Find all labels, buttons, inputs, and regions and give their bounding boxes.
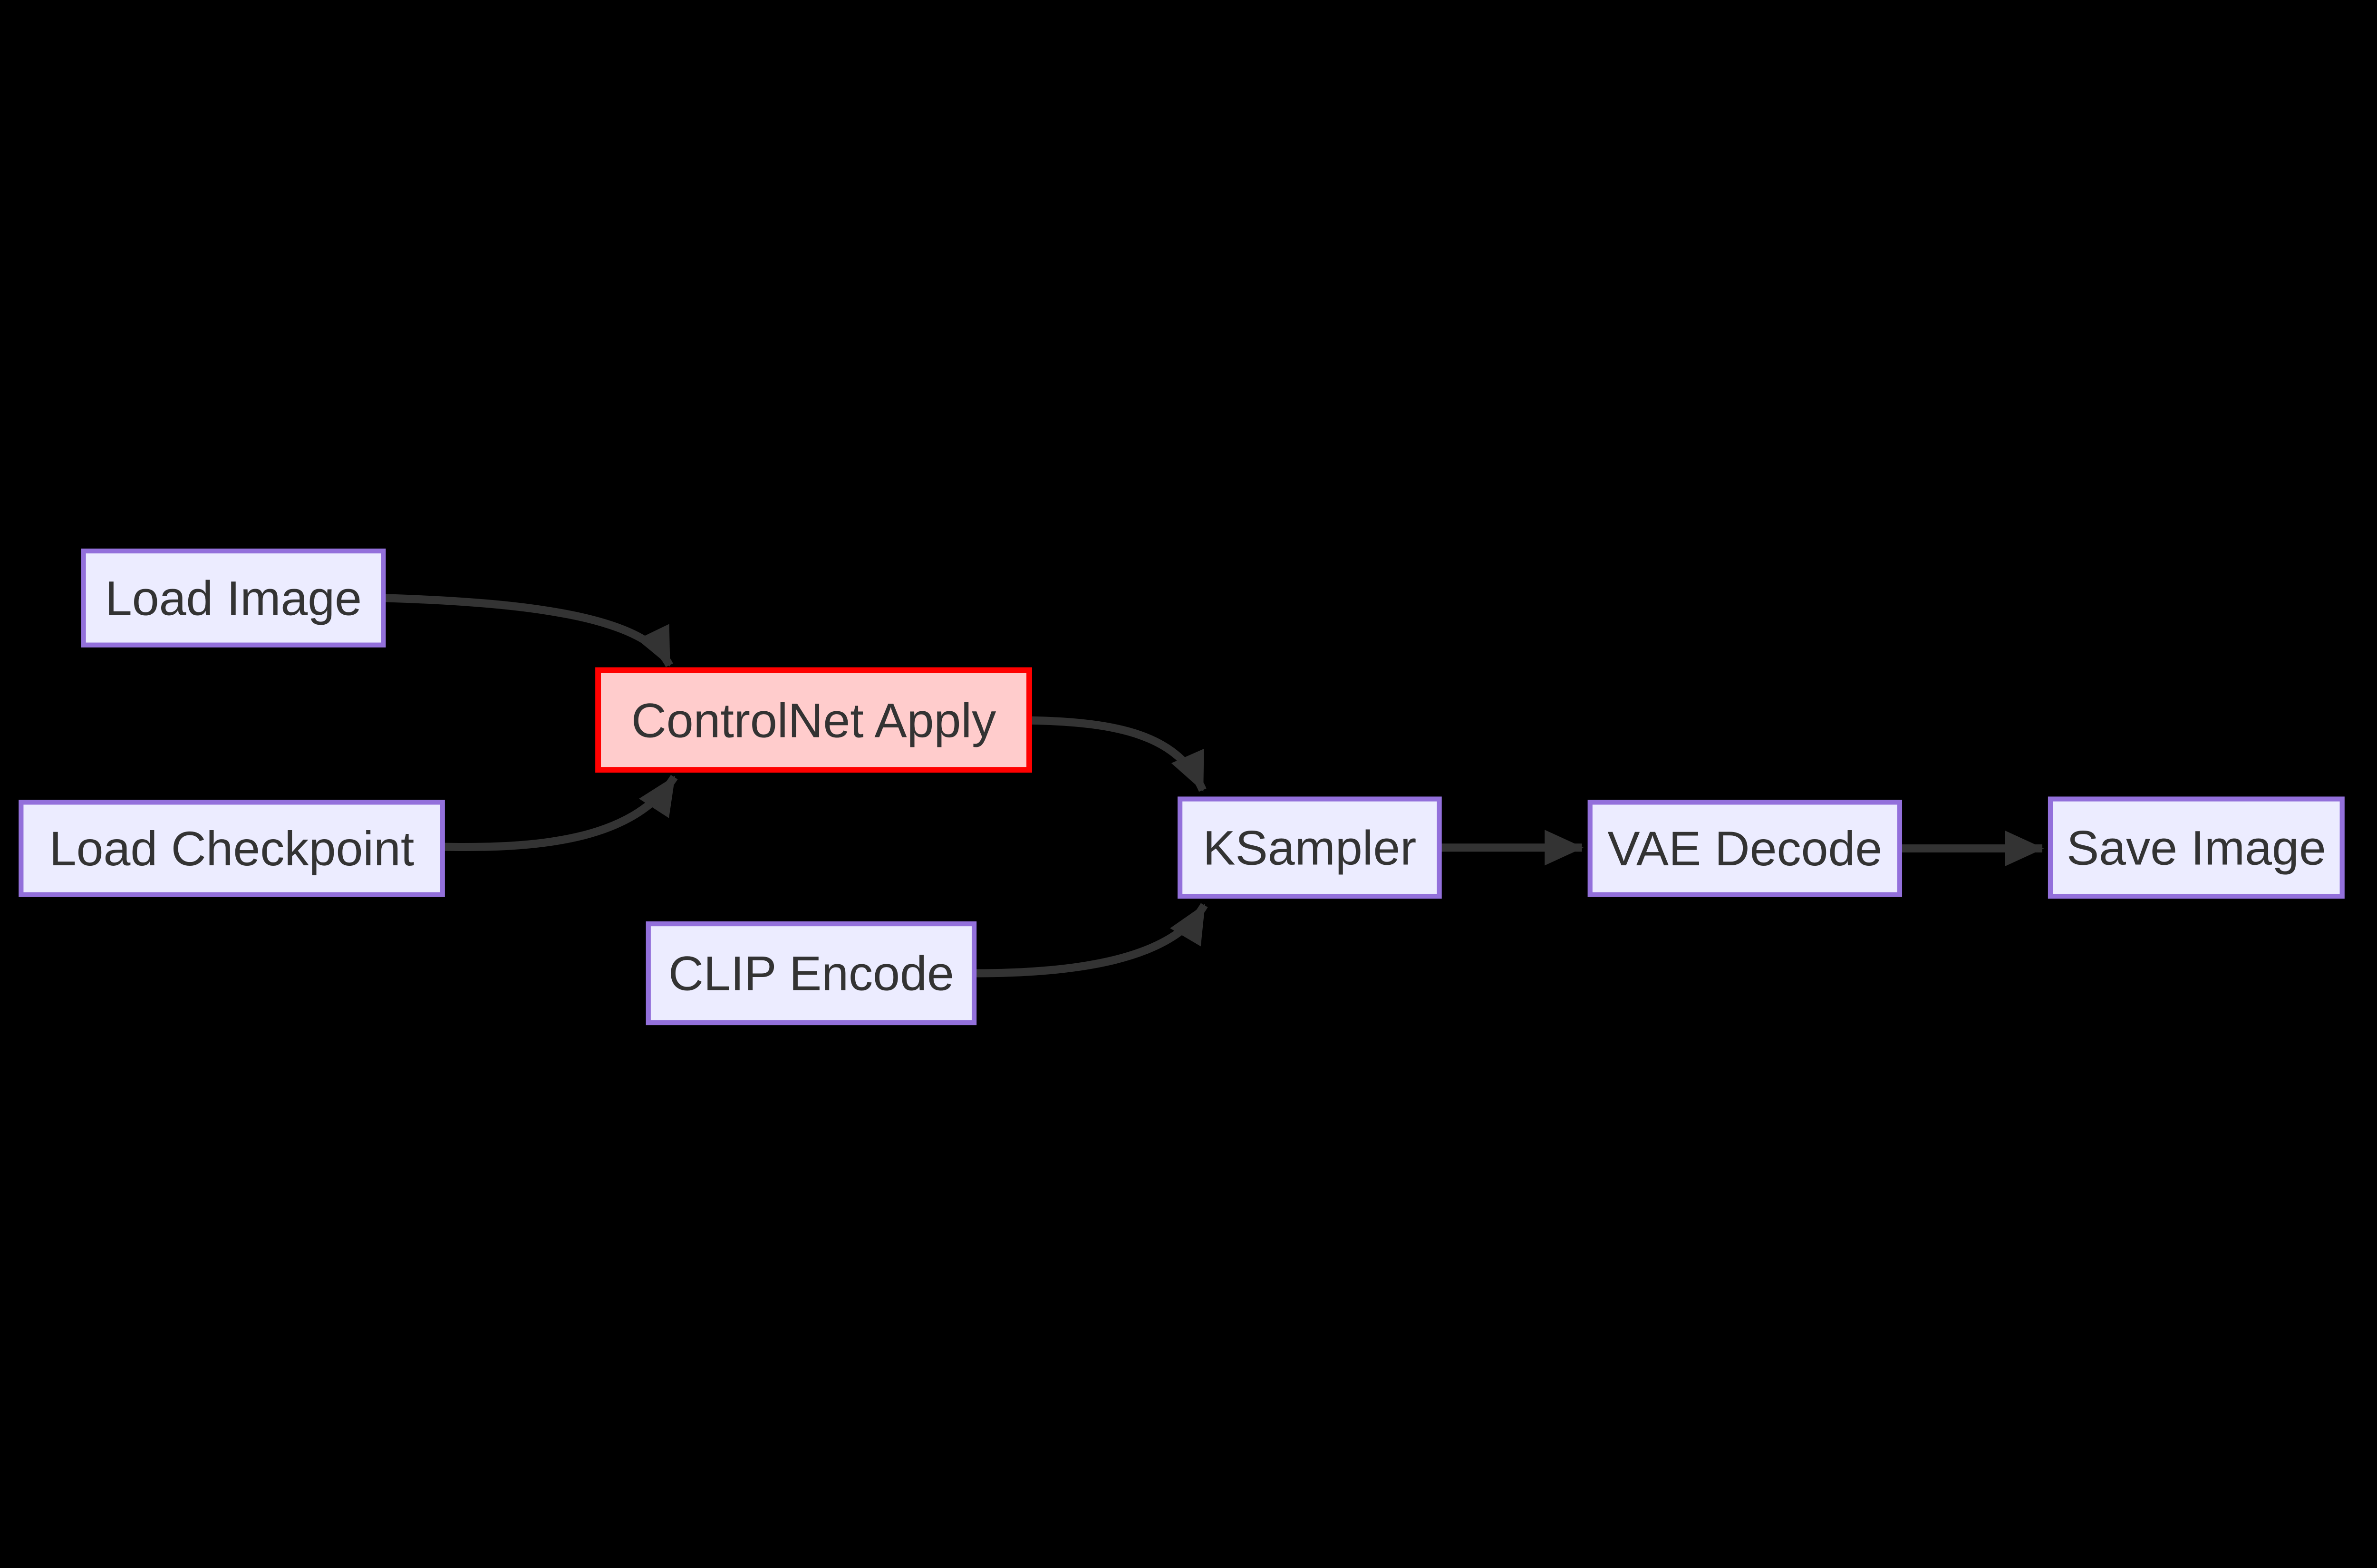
node-vae-decode: VAE Decode xyxy=(1587,800,1903,897)
edge-load-image-to-controlnet-apply xyxy=(383,594,673,668)
node-ksampler-label: KSampler xyxy=(1203,820,1416,875)
node-load-image-label: Load Image xyxy=(105,571,362,625)
node-clip-encode-box xyxy=(646,921,977,1026)
node-controlnet-apply-box xyxy=(595,667,1032,773)
node-load-image: Load Image xyxy=(81,548,386,648)
node-controlnet-apply-label: ControlNet Apply xyxy=(631,693,996,748)
node-vae-decode-box xyxy=(1587,800,1903,897)
node-save-image: Save Image xyxy=(2048,796,2345,899)
node-load-image-box xyxy=(81,548,386,648)
node-save-image-label: Save Image xyxy=(2067,820,2326,875)
node-clip-encode: CLIP Encode xyxy=(646,921,977,1026)
node-controlnet-apply: ControlNet Apply xyxy=(595,667,1032,773)
node-load-checkpoint-box xyxy=(19,800,445,897)
edge-controlnet-apply-to-ksampler xyxy=(1029,716,1207,792)
node-vae-decode-label: VAE Decode xyxy=(1607,821,1882,876)
edge-load-checkpoint-to-controlnet-apply xyxy=(442,774,678,852)
node-ksampler: KSampler xyxy=(1177,796,1442,899)
node-ksampler-box xyxy=(1177,796,1442,899)
node-save-image-box xyxy=(2048,796,2345,899)
node-clip-encode-label: CLIP Encode xyxy=(668,946,954,1001)
edge-layer xyxy=(383,594,2044,978)
node-load-checkpoint-label: Load Checkpoint xyxy=(49,821,415,876)
node-load-checkpoint: Load Checkpoint xyxy=(19,800,445,897)
edge-clip-encode-to-ksampler xyxy=(974,903,1208,978)
